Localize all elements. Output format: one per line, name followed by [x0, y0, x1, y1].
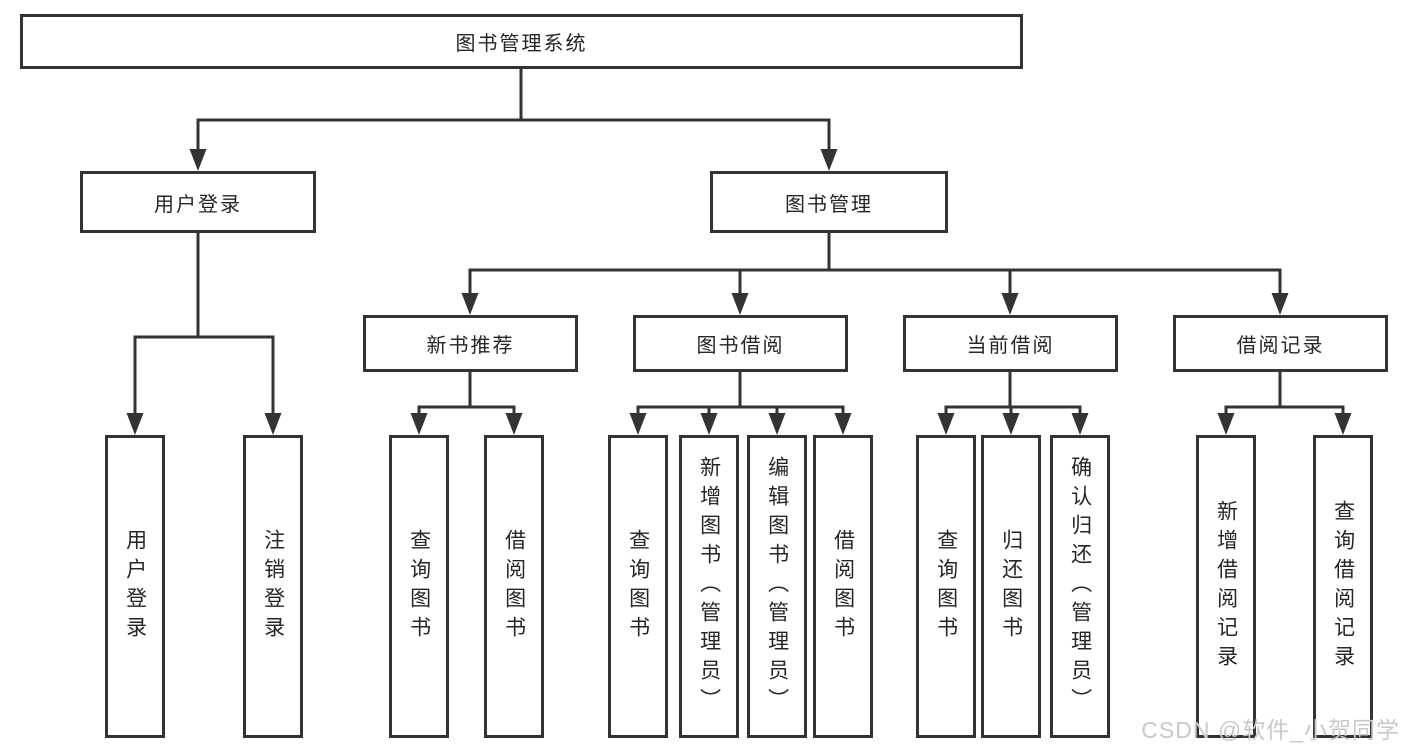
leaf-query-books-borrow: 查询图书: [608, 435, 668, 738]
node-borrowing-records: 借阅记录: [1173, 315, 1388, 372]
leaf-query-borrow-record: 查询借阅记录: [1313, 435, 1373, 738]
leaf-query-books-recommend: 查询图书: [389, 435, 449, 738]
leaf-confirm-return-admin: 确认归还（管理员）: [1050, 435, 1110, 738]
leaf-user-login: 用户登录: [105, 435, 165, 738]
node-current-borrowing: 当前借阅: [903, 315, 1118, 372]
leaf-query-books-current: 查询图书: [916, 435, 976, 738]
leaf-add-book-admin: 新增图书（管理员）: [679, 435, 739, 738]
node-new-book-recommend: 新书推荐: [363, 315, 578, 372]
leaf-borrow-books-recommend: 借阅图书: [484, 435, 544, 738]
node-book-management: 图书管理: [710, 171, 948, 233]
csdn-watermark: CSDN @软件_小贺同学: [1141, 717, 1400, 743]
leaf-borrow-books: 借阅图书: [813, 435, 873, 738]
node-book-borrowing: 图书借阅: [633, 315, 848, 372]
node-library-system: 图书管理系统: [20, 14, 1023, 69]
leaf-add-borrow-record: 新增借阅记录: [1196, 435, 1256, 738]
leaf-logout: 注销登录: [243, 435, 303, 738]
node-user-login: 用户登录: [80, 171, 316, 233]
leaf-edit-book-admin: 编辑图书（管理员）: [747, 435, 807, 738]
leaf-return-book: 归还图书: [981, 435, 1041, 738]
